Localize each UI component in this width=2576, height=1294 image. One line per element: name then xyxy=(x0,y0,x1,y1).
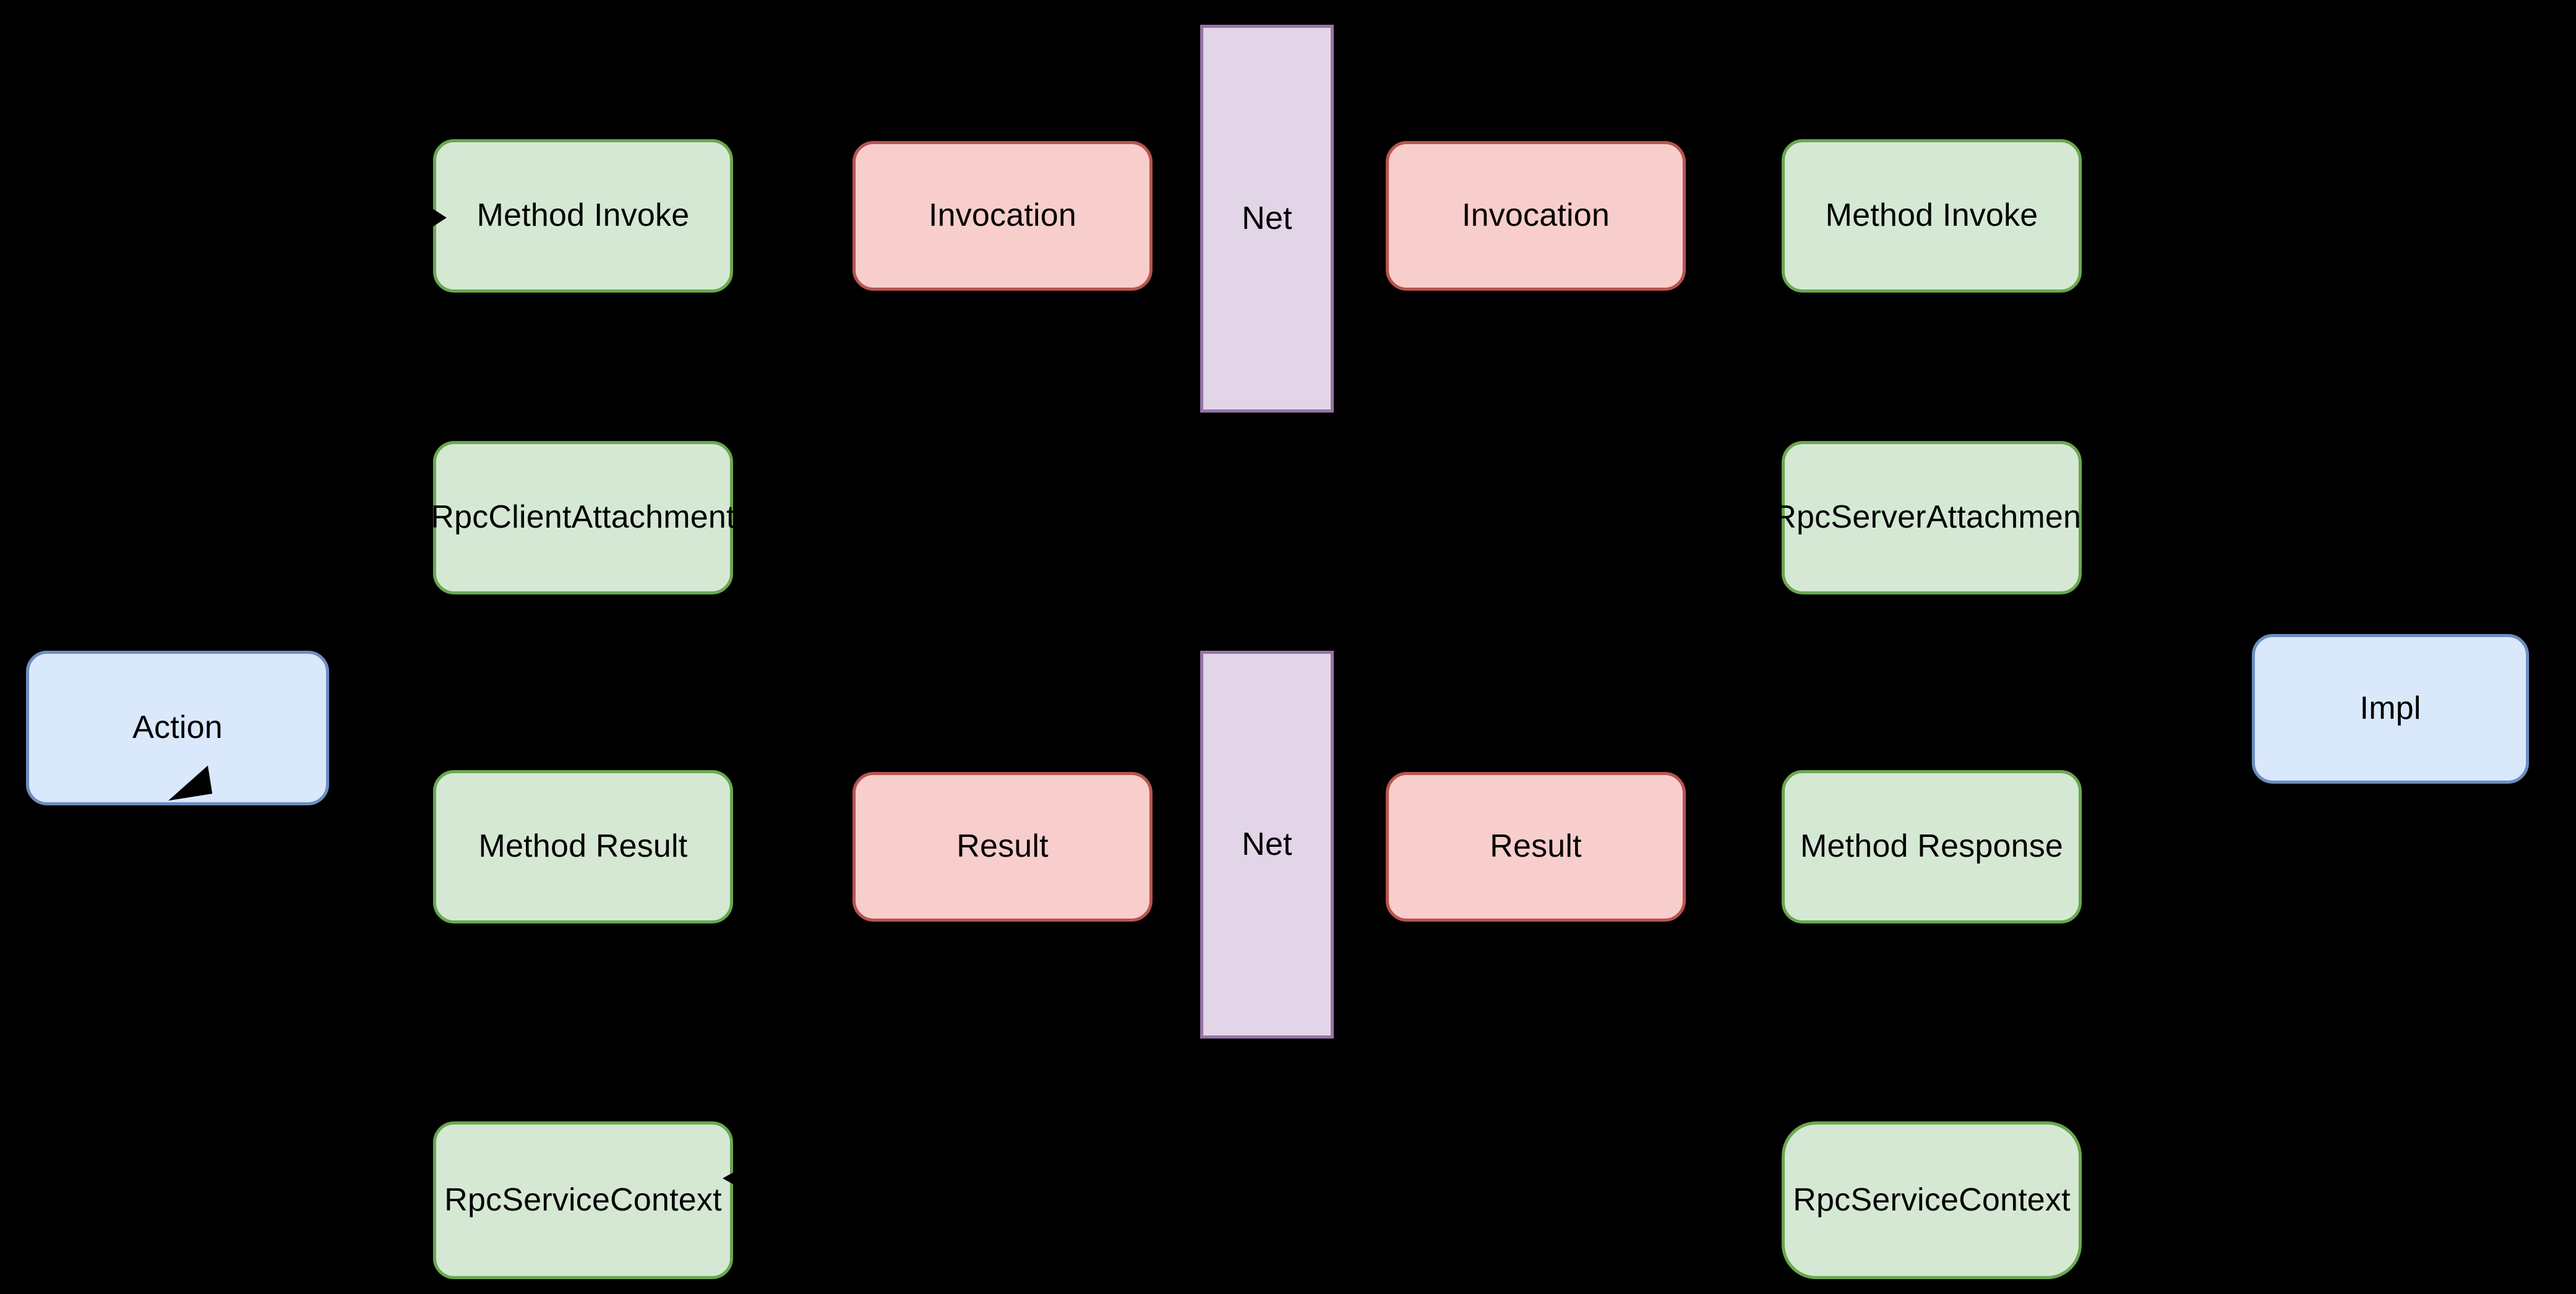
arrowhead-into-rpc-service-context-client-icon xyxy=(723,1166,745,1191)
node-rpc-server-attachment-label: RpcServerAttachment xyxy=(1773,499,2090,536)
node-result-server[interactable]: Result xyxy=(1386,772,1686,922)
node-method-result-label: Method Result xyxy=(478,828,688,865)
node-rpc-service-context-client[interactable]: RpcServiceContext xyxy=(433,1121,733,1279)
node-invocation-client-label: Invocation xyxy=(928,197,1077,234)
node-rpc-client-attachment[interactable]: RpcClientAttachment xyxy=(431,441,736,594)
node-net-top-label: Net xyxy=(1242,200,1292,236)
node-result-client-label: Result xyxy=(956,828,1049,865)
node-net-top[interactable]: Net xyxy=(1200,25,1334,413)
node-rpc-service-context-server-label: RpcServiceContext xyxy=(1793,1181,2071,1218)
node-method-invoke-client[interactable]: Method Invoke xyxy=(433,139,733,293)
node-rpc-service-context-client-label: RpcServiceContext xyxy=(444,1181,722,1218)
node-invocation-client[interactable]: Invocation xyxy=(852,141,1153,291)
node-impl-label: Impl xyxy=(2359,690,2421,727)
arrowhead-into-method-invoke-client-icon xyxy=(426,204,447,231)
node-invocation-server-label: Invocation xyxy=(1461,197,1610,234)
node-method-invoke-client-label: Method Invoke xyxy=(476,197,690,234)
node-method-invoke-server-label: Method Invoke xyxy=(1825,197,2038,234)
node-action-label: Action xyxy=(132,709,223,746)
node-rpc-server-attachment[interactable]: RpcServerAttachment xyxy=(1773,441,2090,594)
node-method-result[interactable]: Method Result xyxy=(433,770,733,923)
node-result-server-label: Result xyxy=(1490,828,1582,865)
node-net-bottom[interactable]: Net xyxy=(1200,651,1334,1039)
node-impl[interactable]: Impl xyxy=(2252,634,2529,784)
node-result-client[interactable]: Result xyxy=(852,772,1153,922)
node-method-invoke-server[interactable]: Method Invoke xyxy=(1782,139,2082,293)
node-rpc-client-attachment-label: RpcClientAttachment xyxy=(431,499,736,536)
node-invocation-server[interactable]: Invocation xyxy=(1386,141,1686,291)
node-rpc-service-context-server[interactable]: RpcServiceContext xyxy=(1782,1121,2082,1279)
node-method-response[interactable]: Method Response xyxy=(1782,770,2082,923)
node-method-response-label: Method Response xyxy=(1800,828,2064,865)
node-net-bottom-label: Net xyxy=(1242,826,1292,862)
